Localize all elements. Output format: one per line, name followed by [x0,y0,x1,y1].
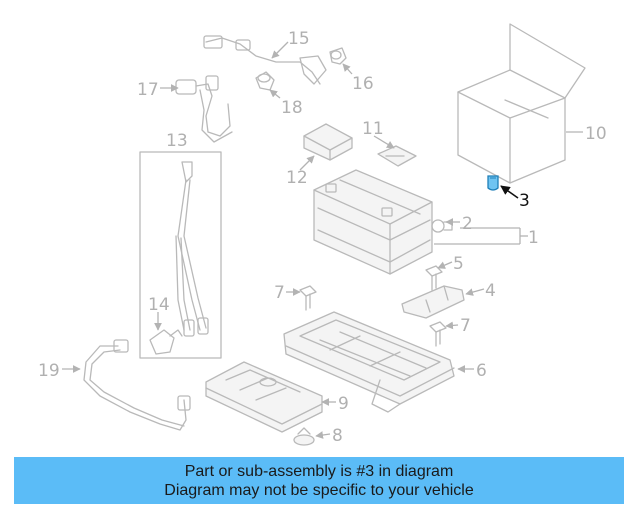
battery-cover-part [457,23,586,184]
bolt-part-7-right [429,321,447,347]
callout-4: 4 [485,281,496,301]
cable-part-15 [203,35,327,85]
grommet-part-16 [329,47,347,65]
label-part-11 [377,145,417,167]
lower-tray-part-9 [205,361,323,433]
hold-down-bracket-part-4 [401,285,465,319]
banner-line-1: Part or sub-assembly is #3 in diagram [184,462,454,480]
callout-5: 5 [453,254,464,274]
callout-17: 17 [137,80,159,100]
callout-14: 14 [148,295,170,315]
bolt-part-7-left [299,285,317,311]
info-banner: Part or sub-assembly is #3 in diagram Di… [14,457,624,504]
callout-11: 11 [362,119,384,139]
callout-9: 9 [338,394,349,414]
cable-part-19 [83,339,191,431]
callout-15: 15 [288,29,310,49]
bracket-assembly-part-13 [139,151,222,359]
callout-18: 18 [281,98,303,118]
sensor-part-14 [149,329,183,355]
battery-part-1 [313,169,433,275]
nut-part-8 [293,427,315,446]
callout-2: 2 [462,214,473,234]
battery-tray-part-6 [283,311,455,413]
callout-3: 3 [519,191,530,211]
callout-1: 1 [528,228,539,248]
callout-10: 10 [585,124,607,144]
callout-12: 12 [286,168,308,188]
cable-part-17 [175,75,233,143]
callout-19: 19 [38,361,60,381]
callout-7-right: 7 [460,316,471,336]
callout-6: 6 [476,361,487,381]
bolt-part-5 [425,265,443,291]
callout-16: 16 [352,74,374,94]
parts-diagram: 10 3 15 16 18 17 [38,23,607,446]
cap-part-18 [255,71,275,91]
callout-7-left: 7 [274,283,285,303]
callout-13: 13 [166,131,188,151]
banner-line-2: Diagram may not be specific to your vehi… [164,481,474,499]
terminal-cover-part-12 [303,123,353,161]
callout-8: 8 [332,426,343,446]
highlighted-clip-part-3[interactable] [487,175,499,191]
